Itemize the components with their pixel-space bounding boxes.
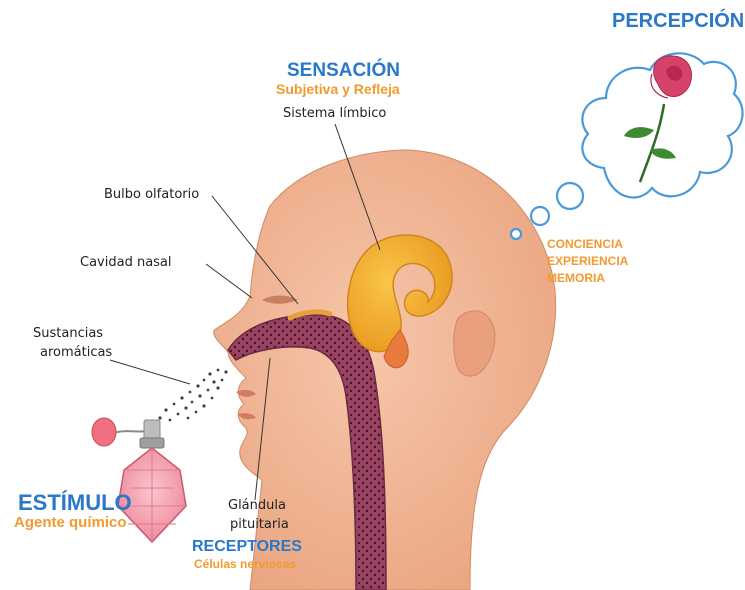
label-sustancias: Sustancias [33,325,103,342]
label-glandula: Glándula [228,497,286,514]
label-pituitaria: pituitaria [230,516,289,533]
stimulus-subtitle: Agente químico [14,514,127,531]
perception-item-memoria: MEMORIA [547,270,628,287]
thought-cloud-icon [511,53,743,239]
stimulus-title: ESTÍMULO [18,490,132,516]
sensation-subtitle: Subjetiva y Refleja [276,81,400,97]
label-sistema-limbico: Sistema límbico [283,105,386,122]
perception-item-conciencia: CONCIENCIA [547,236,628,253]
label-bulbo-olfatorio: Bulbo olfatorio [104,186,199,203]
perception-list: CONCIENCIA EXPERIENCIA MEMORIA [547,236,628,287]
receptors-subtitle: Células nerviosas [194,557,296,571]
perception-item-experiencia: EXPERIENCIA [547,253,628,270]
spray-particles [152,369,227,426]
label-cavidad-nasal: Cavidad nasal [80,254,172,271]
sensation-title: SENSACIÓN [287,60,400,82]
perception-title: PERCEPCIÓN [612,10,744,33]
receptors-title: RECEPTORES [192,538,302,556]
label-aromaticas: aromáticas [40,344,112,361]
